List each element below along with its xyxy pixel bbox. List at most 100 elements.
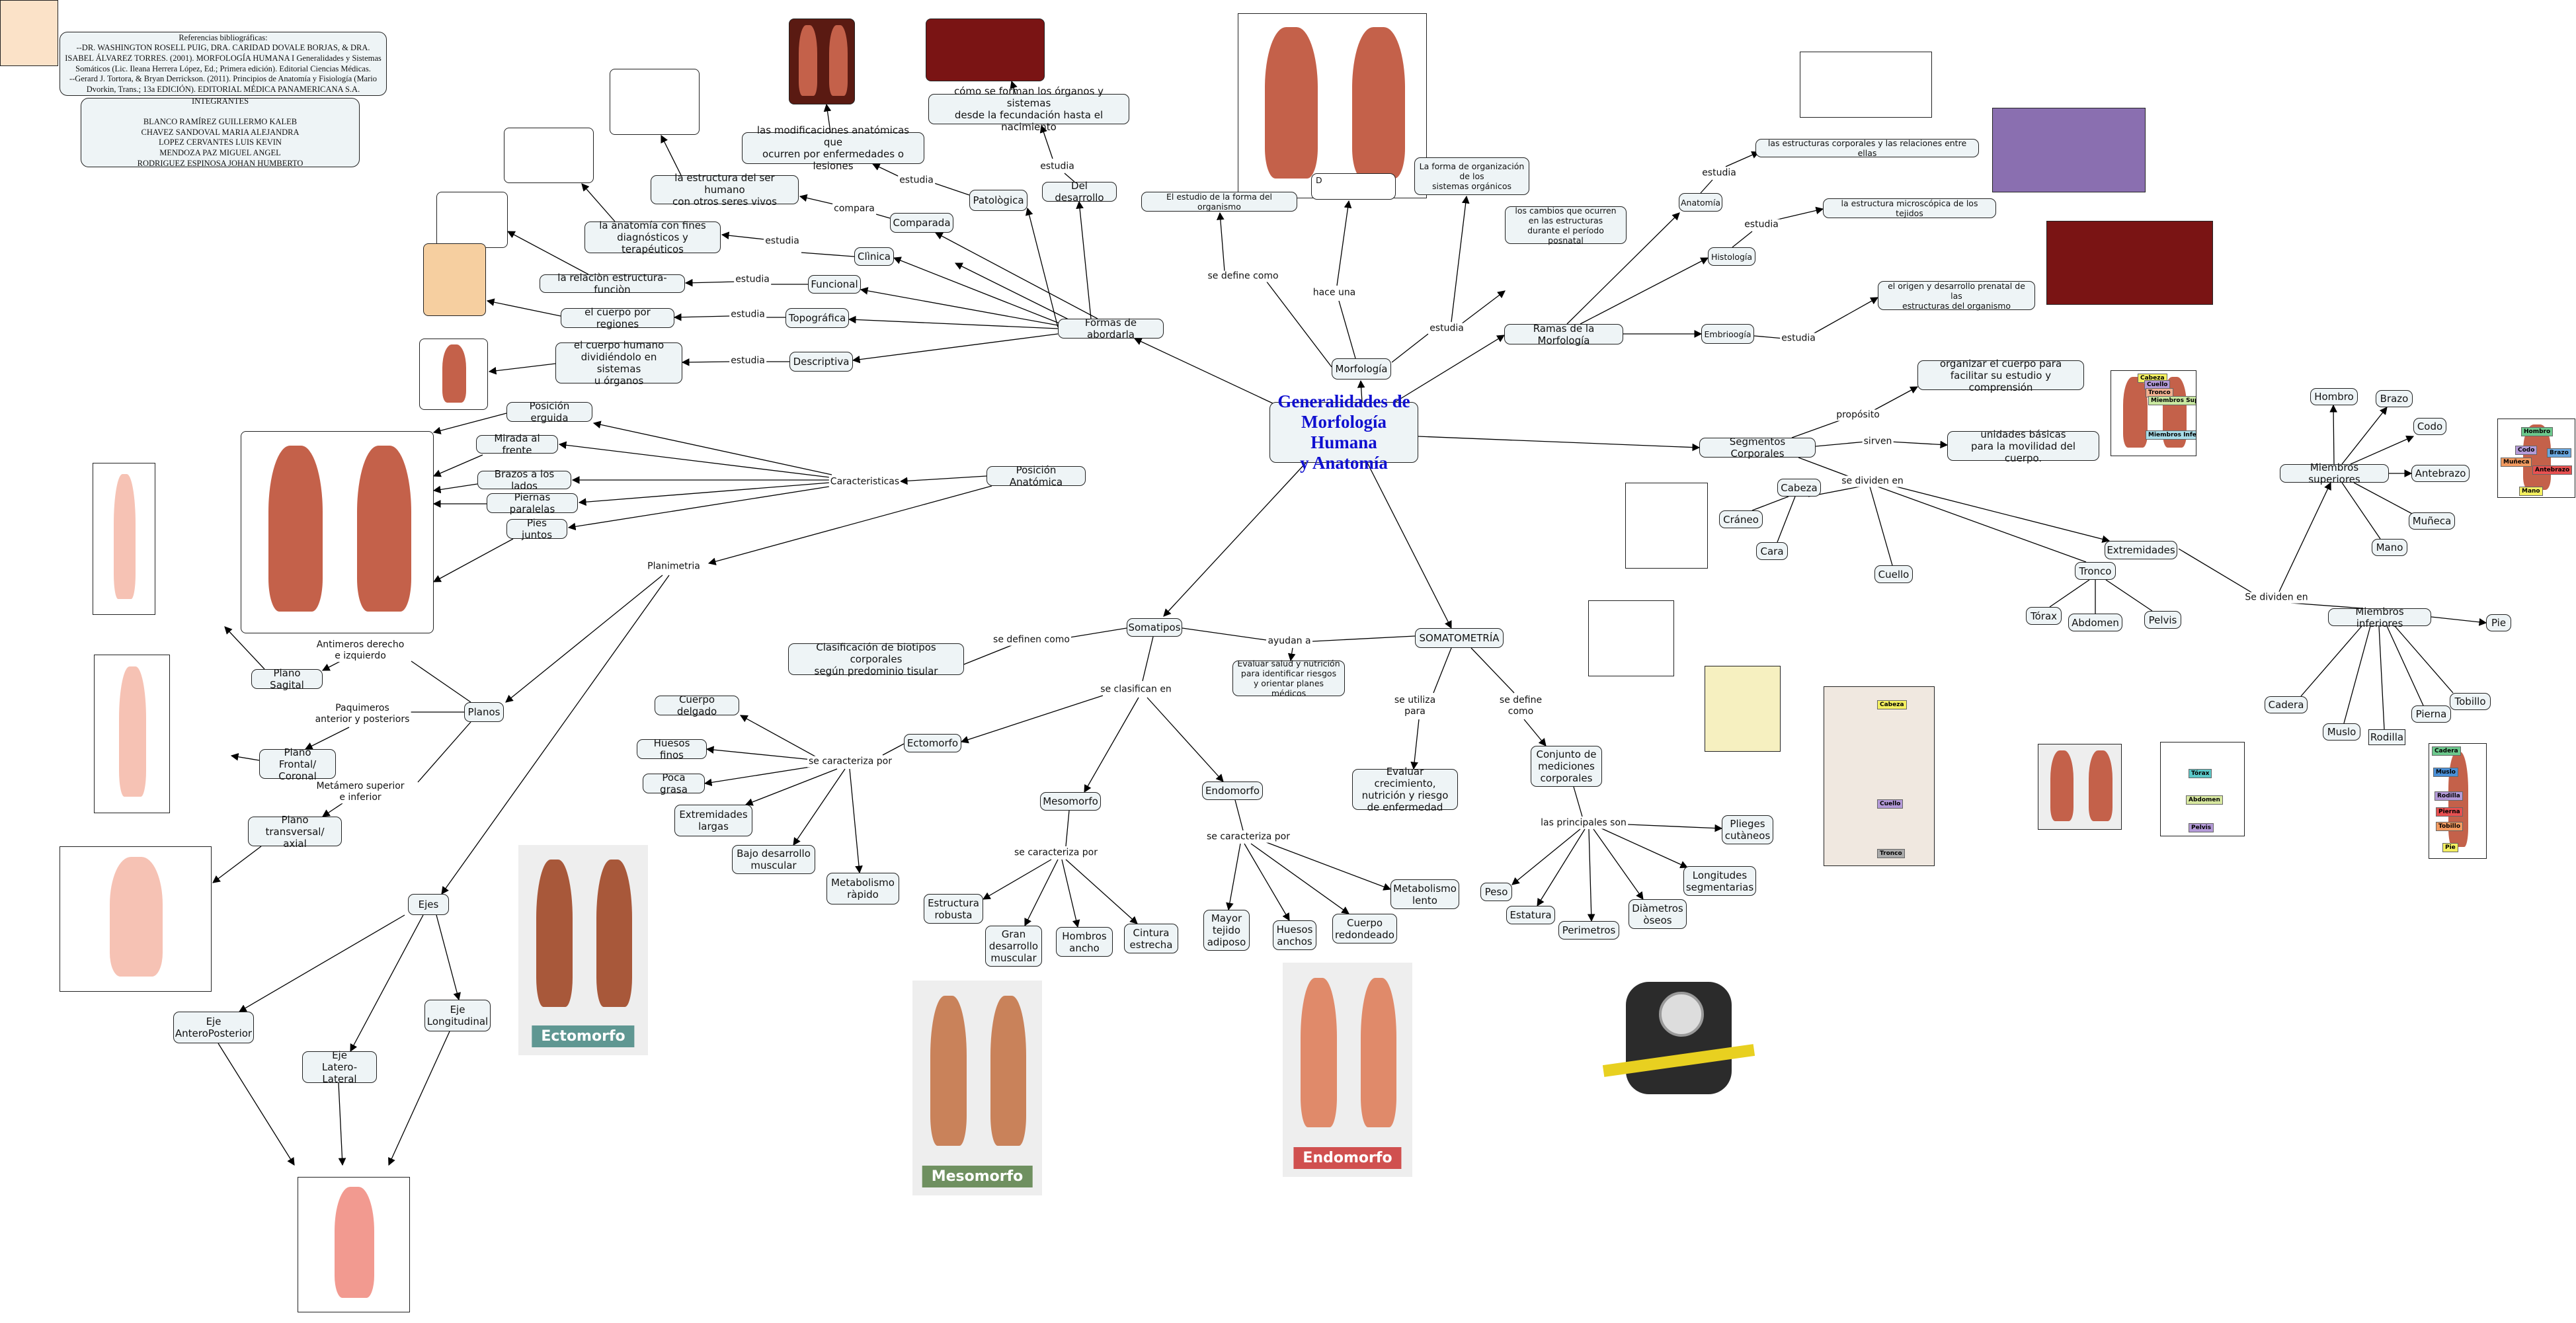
concept-codo[interactable]: Codo [2413,418,2446,435]
concept-cambios[interactable]: los cambios que ocurren en las estructur… [1505,206,1627,245]
concept-mesomorfo[interactable]: Mesomorfo [1040,792,1101,811]
concept-mirada[interactable]: Mirada al frente [476,432,558,456]
concept-eje-long[interactable]: Eje Longitudinal [424,1000,491,1031]
concept-somatometria[interactable]: SOMATOMETRÍA [1415,628,1504,648]
concept-pierna[interactable]: Pierna [2411,705,2451,723]
concept-torax[interactable]: Tórax [2026,607,2062,625]
concept-pie[interactable]: Pie [2486,614,2511,631]
concept-msup[interactable]: Miembros superiores [2280,461,2389,485]
concept-huesos-anchos[interactable]: Huesos anchos [1273,920,1316,950]
concept-tronco[interactable]: Tronco [2075,562,2116,580]
concept-gran-des[interactable]: Gran desarrollo muscular [985,926,1042,967]
concept-anatomia[interactable]: Anatomía [1679,193,1722,212]
concept-cintura[interactable]: Cintura estrecha [1124,924,1178,953]
concept-peso[interactable]: Peso [1480,883,1512,901]
concept-rodilla[interactable]: Rodilla [2368,729,2405,745]
link-line [1065,627,1127,639]
concept-evaluar-crec[interactable]: Evaluar crecimiento, nutrición y riesgo … [1352,766,1458,813]
concept-clasificacion[interactable]: Clasificación de biotipos corporales seg… [788,641,964,677]
concept-ectomorfo[interactable]: Ectomorfo [904,734,961,752]
concept-central[interactable]: Generalidades de Morfología Humana y Ana… [1269,391,1418,473]
concept-cara[interactable]: Cara [1756,542,1788,560]
concept-desarrollo[interactable]: Del desarrollo [1042,180,1117,204]
concept-muneca[interactable]: Muñeca [2409,512,2455,530]
concept-pies[interactable]: Pies juntos [506,517,567,541]
concept-muslo[interactable]: Muslo [2323,723,2360,741]
concept-minf[interactable]: Miembros inferiores [2328,606,2431,629]
concept-erguida[interactable]: Posición erguida [506,400,592,424]
concept-piernas[interactable]: Piernas paralelas [487,491,578,515]
concept-transversal[interactable]: Plano transversal/ axial [248,814,342,850]
concept-descriptiva[interactable]: Descriptiva [789,352,853,372]
concept-estructura-rob[interactable]: Estructura robusta [924,894,983,924]
concept-estudio-forma[interactable]: El estudio de la forma del organismo [1141,192,1297,212]
concept-plieges[interactable]: Plieges cutàneos [1722,815,1773,844]
concept-bajo-des[interactable]: Bajo desarrollo muscular [732,845,815,874]
concept-frontal[interactable]: Plano Frontal/ Coronal [259,746,336,782]
concept-extremidades[interactable]: Extremidades [2105,541,2177,559]
concept-tobillo[interactable]: Tobillo [2450,693,2491,710]
concept-como-forman[interactable]: cómo se forman los órganos y sistemas de… [928,85,1129,133]
concept-embriologia[interactable]: Embrioogía [1701,324,1754,344]
concept-meta-rapido[interactable]: Metabolismo ràpido [826,873,899,904]
concept-mano[interactable]: Mano [2372,539,2407,556]
concept-cuello[interactable]: Cuello [1874,565,1913,583]
concept-eje-ap[interactable]: Eje AnteroPosterior [173,1012,254,1043]
concept-origen[interactable]: el origen y desarrollo prenatal de las e… [1878,281,2035,311]
concept-formas[interactable]: Formas de abordarla [1058,317,1164,341]
concept-sistemas[interactable]: el cuerpo humano dividiéndolo en sistema… [555,339,682,387]
concept-antebrazo[interactable]: Antebrazo [2411,465,2470,482]
concept-funcional[interactable]: Funcional [808,275,861,294]
concept-endomorfo[interactable]: Endomorfo [1202,782,1263,800]
concept-modificaciones[interactable]: las modificaciones anatómicas que ocurre… [742,124,924,172]
concept-cuerpo-delgado[interactable]: Cuerpo delgado [655,694,739,717]
concept-mayor-tejido[interactable]: Mayor tejido adiposo [1203,910,1250,951]
concept-histologia[interactable]: Histología [1708,247,1755,266]
concept-craneo[interactable]: Cráneo [1719,510,1763,528]
concept-unidades[interactable]: unidades básicas para la movilidad del c… [1947,428,2099,464]
concept-regiones[interactable]: el cuerpo por regiones [561,306,674,330]
concept-estructura-ser[interactable]: la estructura del ser humano con otros s… [651,172,799,208]
concept-brazo[interactable]: Brazo [2376,390,2413,407]
concept-poca-grasa[interactable]: Poca grasa [643,772,705,795]
concept-meta-lento[interactable]: Metabolismo lento [1390,879,1459,909]
concept-cabeza[interactable]: Cabeza [1777,479,1821,497]
concept-ext-largas[interactable]: Extremidades largas [674,805,752,836]
concept-topografica[interactable]: Topográfica [785,308,849,328]
endomorfo-image: Endomorfo [1283,963,1412,1177]
concept-segmentos[interactable]: Segmentos Corporales [1699,436,1816,460]
concept-forma-org[interactable]: La forma de organización de los sistemas… [1414,157,1529,195]
concept-hombro[interactable]: Hombro [2310,388,2358,405]
concept-evaluar-salud[interactable]: Evaluar salud y nutrición para identific… [1232,659,1345,698]
concept-abdomen[interactable]: Abdomen [2068,614,2122,631]
concept-patologica[interactable]: Patològica [969,190,1027,211]
concept-planos[interactable]: Planos [464,702,504,722]
concept-morfologia[interactable]: Morfología [1332,358,1391,380]
concept-ramas[interactable]: Ramas de la Morfología [1504,323,1623,346]
concept-organizar[interactable]: organizar el cuerpo para facilitar su es… [1917,358,2084,393]
concept-longitudes[interactable]: Longitudes segmentarias [1683,866,1756,896]
concept-sagital[interactable]: Plano Sagital [251,667,323,691]
concept-pelvis[interactable]: Pelvis [2144,611,2181,629]
concept-somatipos[interactable]: Somatipos [1127,618,1182,637]
concept-dbox[interactable]: D [1311,173,1396,200]
concept-eje-ll[interactable]: Eje Latero-Lateral [302,1049,377,1085]
concept-ejes[interactable]: Ejes [408,894,449,915]
concept-clinica[interactable]: Clìnica [854,247,894,266]
concept-posanat[interactable]: Posición Anatómica [986,464,1086,488]
concept-comparada[interactable]: Comparada [890,213,953,233]
concept-huesos-finos[interactable]: Huesos finos [637,737,707,761]
concept-perimetros[interactable]: Perimetros [1558,921,1619,940]
concept-estructuras-rel[interactable]: las estructuras corporales y las relacio… [1755,138,1979,158]
concept-estatura[interactable]: Estatura [1506,906,1555,924]
concept-diametros[interactable]: Diàmetros òseos [1629,899,1687,929]
concept-fines[interactable]: la anatomía con fines diagnósticos y ter… [584,220,721,255]
concept-conjunto[interactable]: Conjunto de mediciones corporales [1531,746,1602,787]
concept-cuerpo-red[interactable]: Cuerpo redondeado [1332,914,1397,943]
concept-cadera[interactable]: Cadera [2265,696,2308,713]
link-arrow [338,1082,346,1166]
concept-brazos[interactable]: Brazos a los lados [477,468,571,492]
concept-relacion[interactable]: la relaciòn estructura-funciòn [540,272,685,296]
concept-hombros-ancho[interactable]: Hombros ancho [1056,927,1113,957]
concept-micro[interactable]: la estructura microscópica de los tejido… [1823,198,1996,218]
